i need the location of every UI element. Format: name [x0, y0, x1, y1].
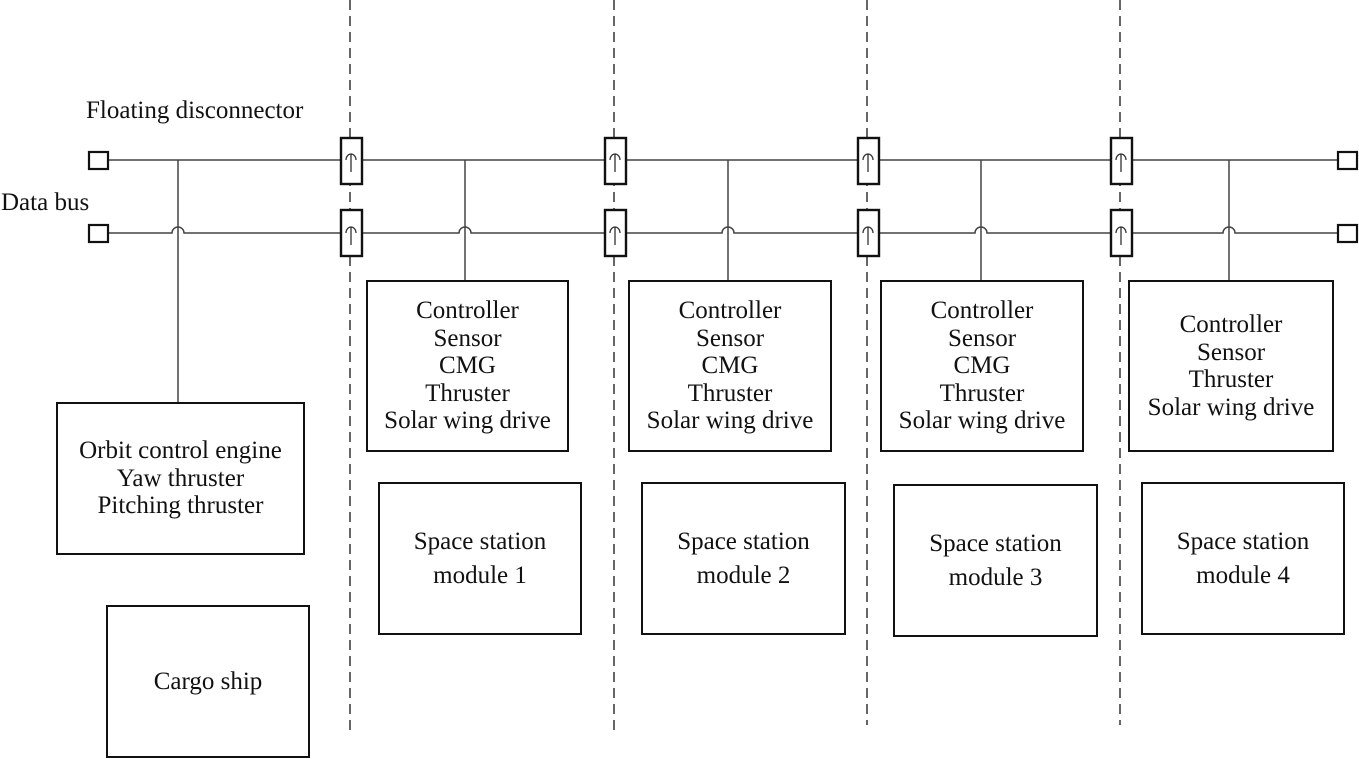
module-3-box: Space station module 3: [893, 484, 1098, 637]
device-label: Thruster: [1188, 366, 1274, 393]
device-label: CMG: [439, 352, 496, 380]
module-name-line2: module 3: [948, 563, 1043, 591]
device-label: Controller: [678, 297, 782, 325]
device-label: Pitching thruster: [97, 492, 264, 520]
module-name-line2: module 4: [1196, 561, 1290, 589]
device-label: Controller: [416, 297, 519, 325]
device-label: Sensor: [947, 324, 1017, 352]
data-bus-line: [108, 226, 1338, 234]
module-name-line1: Space station: [929, 529, 1062, 557]
floating-disconnector-label: Floating disconnector: [86, 97, 304, 124]
device-label: CMG: [953, 352, 1011, 380]
device-label: Yaw thruster: [116, 464, 245, 492]
module-2-devices-box: Controller Sensor CMG Thruster Solar win…: [628, 280, 832, 452]
cargo-ship-label: Cargo ship: [153, 667, 263, 695]
device-label: Thruster: [425, 379, 510, 407]
device-label: Solar wing drive: [898, 407, 1066, 435]
module-4-devices-box: Controller Sensor Thruster Solar wing dr…: [1128, 280, 1334, 452]
module-1-box: Space station module 1: [378, 482, 582, 635]
data-bus-label: Data bus: [1, 189, 90, 216]
cargo-ship-box: Cargo ship: [106, 605, 310, 758]
device-label: Controller: [1179, 311, 1283, 338]
module-2-box: Space station module 2: [641, 482, 846, 635]
module-name-line1: Space station: [413, 527, 547, 555]
module-4-box: Space station module 4: [1141, 482, 1345, 635]
bus-terminal-top-right: [1336, 150, 1359, 171]
cargo-devices-box: Orbit control engine Yaw thruster Pitchi…: [56, 402, 305, 555]
device-label: Sensor: [433, 324, 502, 352]
device-label: Thruster: [939, 379, 1025, 407]
module-name-line2: module 1: [433, 561, 527, 589]
bus-terminal-bottom-right: [1336, 223, 1359, 244]
module-name-line1: Space station: [1176, 527, 1310, 555]
device-label: Solar wing drive: [646, 407, 814, 435]
module-name-line1: Space station: [677, 527, 810, 555]
module-name-line2: module 2: [696, 561, 791, 589]
module-3-devices-box: Controller Sensor CMG Thruster Solar win…: [880, 280, 1084, 452]
bus-terminal-bottom-left: [87, 223, 110, 244]
device-label: Sensor: [1196, 338, 1266, 366]
device-label: Solar wing drive: [1147, 393, 1315, 421]
device-label: Solar wing drive: [384, 407, 551, 435]
device-label: Controller: [930, 297, 1034, 325]
device-label: Sensor: [695, 324, 765, 352]
bus-terminal-top-left: [87, 150, 110, 171]
module-1-devices-box: Controller Sensor CMG Thruster Solar win…: [366, 280, 569, 452]
device-label: Thruster: [687, 379, 773, 407]
device-label: CMG: [701, 352, 759, 380]
device-label: Orbit control engine: [79, 437, 282, 465]
